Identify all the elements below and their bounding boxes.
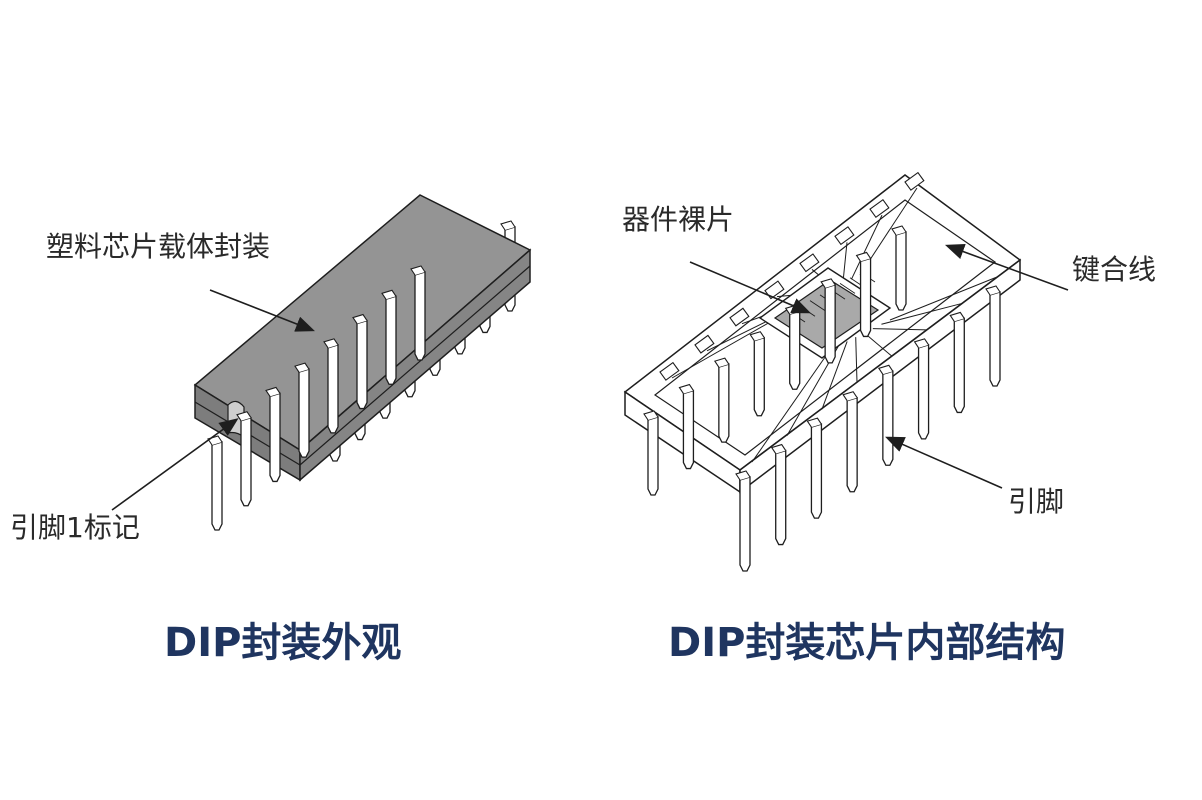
pin-front-7 (381, 289, 397, 385)
lead-trace-front-8 (889, 276, 998, 321)
ext-pin-back-2 (678, 383, 695, 470)
pin-front-2 (236, 411, 252, 507)
lead-trace-front-6 (872, 328, 928, 331)
lead-finger-back-1 (659, 361, 680, 381)
label-bare-die: 器件裸片 (622, 203, 735, 236)
ext-pin-front-1 (735, 470, 751, 572)
pin-front-5 (323, 338, 339, 434)
lead-trace-front-1 (751, 349, 831, 463)
ext-pin-front-2 (770, 443, 787, 546)
pin-front-4 (294, 362, 310, 458)
ext-pin-back-1 (643, 410, 659, 496)
ext-pin-front-6 (913, 338, 930, 440)
lead-finger-back-2 (694, 334, 715, 354)
lead-finger-back-6 (834, 226, 855, 246)
arrow-to-pin (885, 436, 1003, 489)
caption-internal-structure: DIP封装芯片内部结构 (668, 620, 1066, 666)
ext-pin-front-8 (985, 285, 1001, 387)
lead-finger-back-7 (869, 198, 890, 219)
ext-pin-front-4 (842, 391, 858, 493)
ext-pin-back-8 (891, 225, 907, 311)
bond-wire-3 (809, 300, 826, 311)
front-row-pins (207, 265, 426, 531)
lead-trace-back-7 (850, 214, 883, 280)
lead-trace-front-3 (821, 341, 848, 410)
ext-pin-front-7 (949, 311, 965, 414)
lead-finger-back-5 (799, 253, 820, 273)
lead-trace-front-4 (855, 337, 858, 383)
ext-pin-back-7 (855, 251, 872, 338)
pin-front-6 (352, 313, 368, 410)
dip-internal-illustration (623, 171, 1069, 572)
pin-front-3 (265, 386, 281, 483)
lead-trace-front-5 (863, 332, 893, 357)
lead-trace-front-7 (881, 302, 963, 325)
ext-pin-back-4 (749, 331, 765, 417)
arrow-to-body (209, 289, 315, 332)
label-pin1-mark: 引脚1标记 (10, 511, 140, 544)
label-bond-wire: 键合线 (1072, 253, 1157, 286)
external-pins (643, 225, 1001, 572)
label-pin: 引脚 (1008, 485, 1065, 518)
ext-pin-front-3 (806, 417, 823, 519)
label-plastic-package: 塑料芯片载体封装 (46, 230, 271, 263)
ext-pin-back-3 (713, 357, 730, 443)
pin-front-1 (207, 435, 223, 531)
pin-front-8 (410, 265, 426, 361)
lead-finger-back-3 (729, 307, 750, 327)
lead-frame-fingers (659, 171, 998, 463)
arrow-to-die (689, 261, 811, 314)
arrow-to-bondwire (944, 243, 1069, 291)
bond-wire-6 (839, 283, 856, 294)
lead-trace-back-6 (842, 242, 848, 284)
ext-pin-back-6 (820, 278, 836, 364)
arrow-to-pin1 (111, 418, 239, 511)
lead-finger-back-8 (904, 171, 925, 191)
caption-external-view: DIP封装外观 (164, 620, 402, 666)
